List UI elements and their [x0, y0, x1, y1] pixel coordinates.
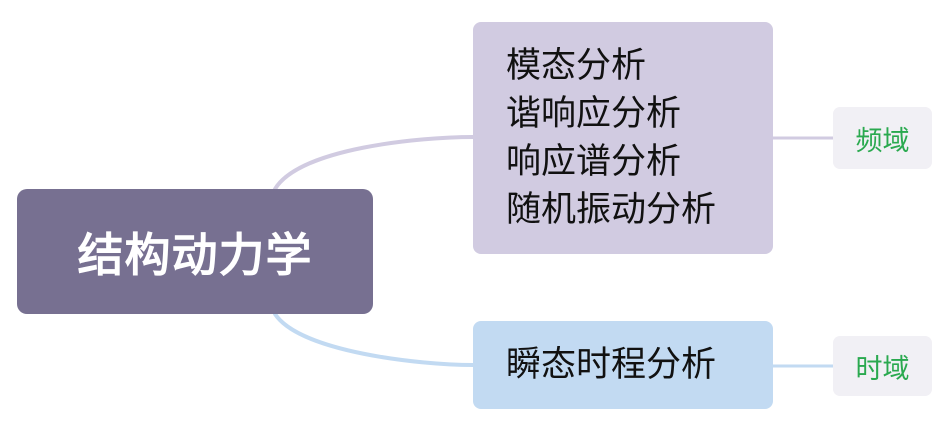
branch-item-transient-analysis: 瞬态时程分析 — [506, 345, 717, 385]
frequency-domain-branch-node[interactable]: 模态分析 谐响应分析 响应谱分析 随机振动分析 — [473, 22, 773, 254]
branch-item-harmonic-response-analysis: 谐响应分析 — [506, 94, 682, 134]
connector-root-to-time-branch — [273, 312, 475, 367]
frequency-domain-tag[interactable]: 频域 — [833, 107, 932, 169]
branch-item-random-vibration-analysis: 随机振动分析 — [506, 190, 717, 230]
time-domain-branch-node[interactable]: 瞬态时程分析 — [473, 321, 773, 409]
root-node[interactable]: 结构动力学 — [17, 189, 373, 314]
frequency-domain-tag-label: 频域 — [855, 125, 910, 157]
root-node-label: 结构动力学 — [77, 227, 313, 282]
connector-root-to-frequency-branch — [273, 135, 475, 191]
time-domain-tag-label: 时域 — [855, 353, 910, 385]
branch-item-response-spectrum-analysis: 响应谱分析 — [506, 142, 682, 182]
branch-item-modal-analysis: 模态分析 — [506, 46, 647, 86]
time-domain-tag[interactable]: 时域 — [833, 336, 932, 396]
